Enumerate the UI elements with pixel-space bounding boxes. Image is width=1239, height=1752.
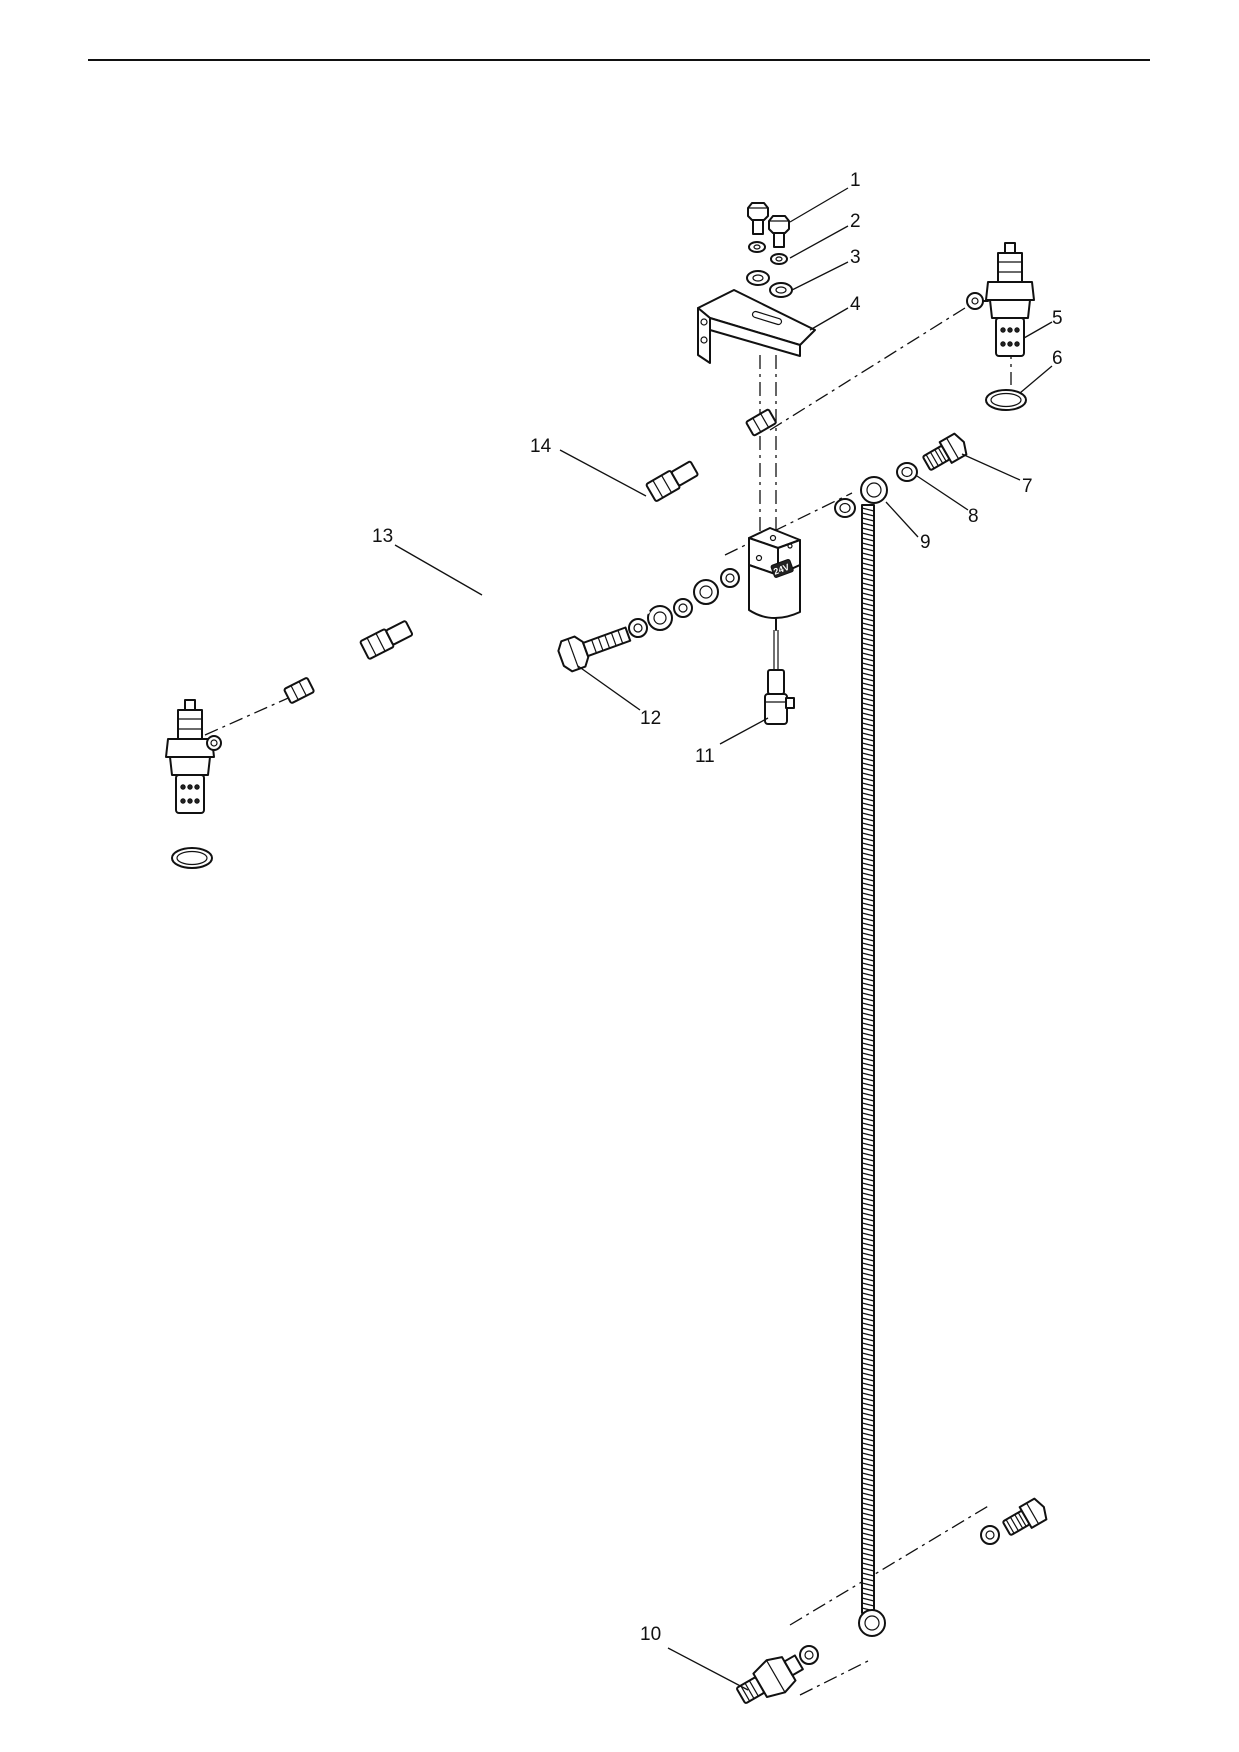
callout-13: 13 xyxy=(372,526,393,547)
banjo-bolt-upper-part-7 xyxy=(922,432,968,471)
callout-14: 14 xyxy=(530,436,552,457)
injector-right-part-5 xyxy=(966,242,1035,357)
flat-washers-part-3 xyxy=(746,270,793,298)
callout-8: 8 xyxy=(968,506,979,527)
banjo-bolt-lower-right xyxy=(1002,1497,1048,1536)
lower-sealing-washer-right xyxy=(980,1525,1000,1545)
callout-1: 1 xyxy=(850,170,861,191)
fitting-part-10 xyxy=(736,1654,804,1704)
injector-left xyxy=(165,699,222,814)
callout-9: 9 xyxy=(920,532,931,553)
connector-part-11 xyxy=(764,669,795,725)
callout-11: 11 xyxy=(695,746,715,767)
lock-washers-part-2 xyxy=(748,241,788,265)
bracket-part-4 xyxy=(697,289,816,364)
bolt-part-12 xyxy=(557,626,632,673)
callout-7: 7 xyxy=(1022,476,1033,497)
callout-2: 2 xyxy=(850,211,861,232)
sealing-washer-part-8 xyxy=(896,462,918,482)
solenoid-valve: 24V xyxy=(748,527,801,670)
callout-12: 12 xyxy=(640,708,661,729)
callout-10: 10 xyxy=(640,1624,661,1645)
lower-sealing-washer-left xyxy=(799,1645,819,1665)
callout-3: 3 xyxy=(850,247,861,268)
assembly-axes xyxy=(204,307,1012,1696)
bolt-pair-part-1 xyxy=(747,202,790,248)
leader-lines xyxy=(394,187,1053,1691)
hose-top-washer xyxy=(834,498,856,518)
o-ring-left xyxy=(171,847,213,869)
callout-5: 5 xyxy=(1052,308,1063,329)
braided-hose-part-9 xyxy=(858,476,888,1637)
callout-4: 4 xyxy=(850,294,861,315)
pipe-part-14 xyxy=(602,408,777,598)
callout-6: 6 xyxy=(1052,348,1063,369)
callout-labels: 1 2 3 4 5 6 7 8 9 10 11 12 13 14 xyxy=(372,170,1063,1645)
o-ring-part-6 xyxy=(985,389,1027,411)
pipe-part-13 xyxy=(283,557,650,704)
valve-banjo-stack xyxy=(628,568,740,638)
